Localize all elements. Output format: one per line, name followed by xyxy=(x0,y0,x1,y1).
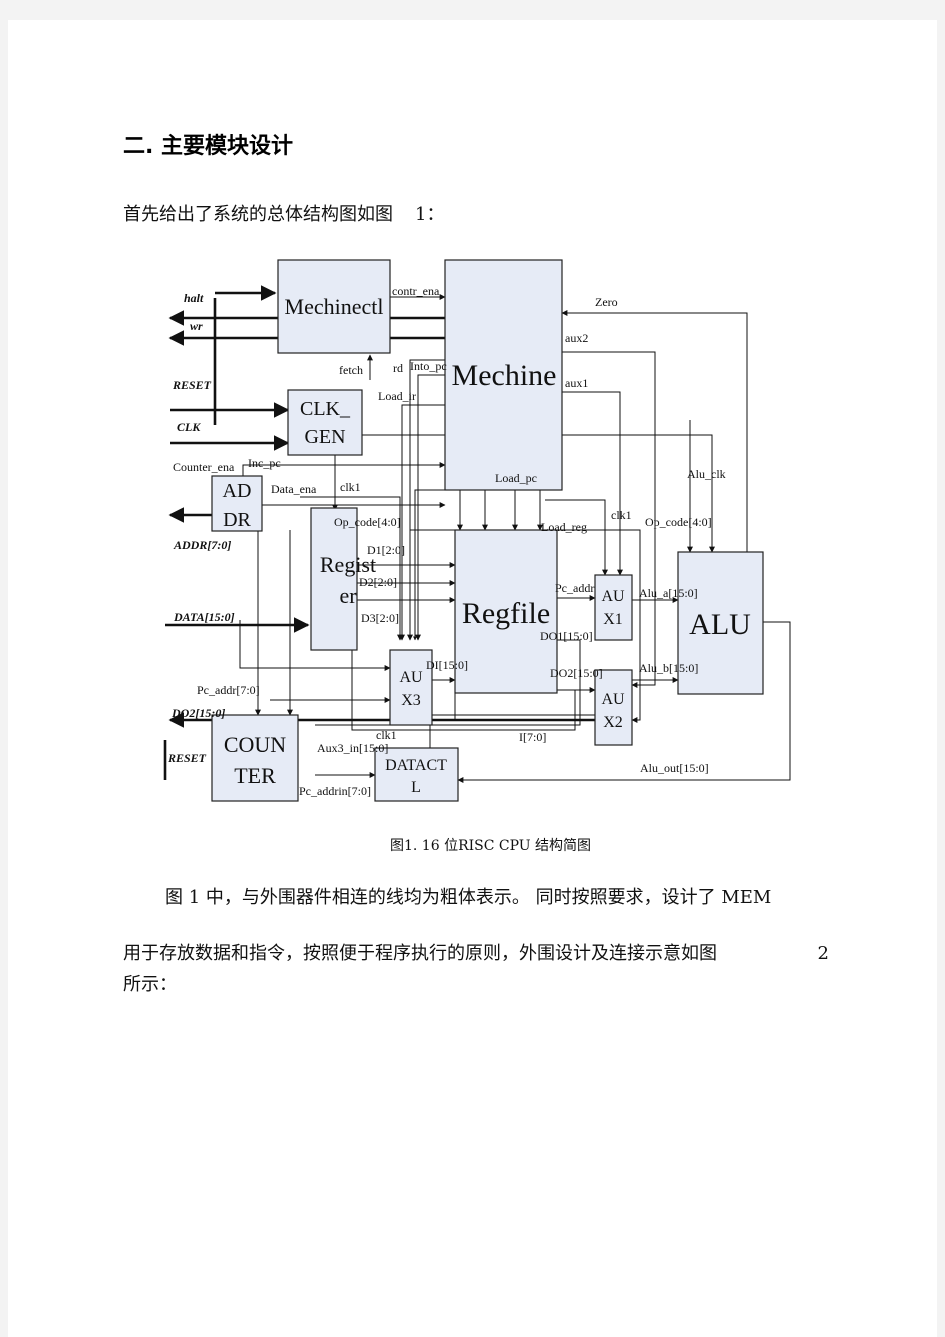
figure-caption: 图1. 16 位RISC CPU 结构简图 xyxy=(390,838,592,854)
intro-text: 首先给出了系统的总体结构图如图 xyxy=(123,204,393,225)
paragraph-line-1: 图 1 中，与外围器件相连的线均为粗体表示。 同时按照要求，设计了 MEM xyxy=(165,887,772,908)
paragraph-line-3: 所示： xyxy=(123,974,177,995)
paragraph-figure-ref: 2 xyxy=(817,943,829,964)
paragraph-line-2: 用于存放数据和指令，按照便于程序执行的原则，外围设计及连接示意如图 xyxy=(123,943,717,964)
section-heading: 二. 主要模块设计 xyxy=(123,134,294,159)
body-paragraph: 图 1 中，与外围器件相连的线均为粗体表示。 同时按照要求，设计了 MEM 用于… xyxy=(123,870,829,982)
intro-paragraph: 首先给出了系统的总体结构图如图 1： xyxy=(123,200,444,226)
intro-figure-ref: 1： xyxy=(415,204,445,225)
